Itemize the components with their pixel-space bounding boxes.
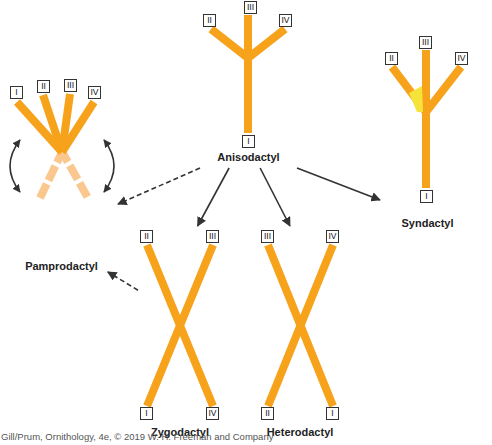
- toe-number: III: [264, 232, 271, 241]
- toe-number-box: III: [64, 79, 77, 92]
- toe-number: IV: [457, 54, 465, 63]
- toe-number: I: [331, 409, 333, 418]
- toe-number: II: [207, 16, 212, 25]
- foot-type: PamprodactylIIIIIIIV: [5, 78, 118, 272]
- toe-number-box: II: [203, 14, 216, 27]
- toe-number-box: II: [385, 52, 398, 65]
- foot-type-name: Syndactyl: [380, 217, 475, 230]
- figure-caption: Gill/Prum, Ornithology, 4e, © 2019 W. H.…: [1, 431, 273, 442]
- zygodactyl-foot: [147, 245, 213, 406]
- toe: [268, 245, 333, 406]
- toe-number-box: III: [419, 36, 432, 49]
- toe-number-box: I: [420, 190, 433, 203]
- toe-number: III: [247, 3, 254, 12]
- anisodactyl-foot: [211, 15, 285, 133]
- toe: [147, 245, 213, 406]
- toe-number-box: II: [261, 407, 274, 420]
- fused-toe-web: [409, 86, 423, 112]
- toe-number-box: II: [37, 80, 50, 93]
- toe-number-box: I: [326, 407, 339, 420]
- evolution-arrow: [297, 168, 380, 200]
- pamprodactyl-foot: [10, 94, 114, 198]
- toe-number-box: I: [242, 135, 255, 148]
- toe-number-box: I: [140, 407, 153, 420]
- toe: [211, 29, 285, 58]
- toe-number: IV: [208, 409, 216, 418]
- toe-number: I: [425, 192, 427, 201]
- toe-number: III: [422, 38, 429, 47]
- rotation-arrow: [104, 140, 114, 192]
- evolution-arrow: [118, 168, 200, 204]
- toe-number-box: IV: [88, 86, 101, 99]
- toe-number-box: III: [244, 1, 257, 14]
- evolution-arrow: [260, 168, 290, 226]
- toe-number: IV: [328, 232, 336, 241]
- toe: [392, 67, 461, 112]
- toe-number: III: [209, 232, 216, 241]
- toe-number-box: III: [206, 230, 219, 243]
- foot-type-name: Anisodactyl: [200, 151, 297, 164]
- toe-number: III: [67, 81, 74, 90]
- toe-number: II: [41, 82, 46, 91]
- toe-number-box: IV: [455, 52, 468, 65]
- toe-number: I: [15, 88, 17, 97]
- toe: [422, 50, 430, 188]
- toe-number: IV: [281, 16, 289, 25]
- foot-type: SyndactylIIIIIIVI: [380, 32, 475, 232]
- toe-number: I: [145, 409, 147, 418]
- foot-type-name: Pamprodactyl: [5, 260, 118, 273]
- toe-number: II: [144, 232, 149, 241]
- toe: [62, 102, 94, 152]
- rotation-arrow: [10, 140, 20, 192]
- reversible-toe: [60, 148, 88, 198]
- toe: [268, 245, 333, 406]
- toe-number-box: IV: [279, 14, 292, 27]
- toe-number-box: II: [140, 230, 153, 243]
- toe-number: II: [265, 409, 270, 418]
- foot-type: HeterodactylIIIIVIII: [258, 226, 342, 440]
- toe-number: IV: [90, 88, 98, 97]
- toe-number-box: I: [10, 86, 23, 99]
- heterodactyl-foot: [268, 245, 333, 406]
- toe-number: II: [389, 54, 394, 63]
- evolution-arrow: [108, 272, 138, 290]
- toe-number-box: III: [261, 230, 274, 243]
- evolution-arrow: [198, 168, 229, 226]
- toe-number-box: IV: [326, 230, 339, 243]
- toe-number: I: [247, 137, 249, 146]
- toe: [147, 245, 213, 406]
- syndactyl-foot: [392, 50, 461, 188]
- toe-number-box: IV: [206, 407, 219, 420]
- toe: [244, 15, 252, 133]
- foot-type: AnisodactylIIIIIIVI: [200, 0, 297, 168]
- foot-type: ZygodactylIIIIIIIV: [138, 226, 222, 440]
